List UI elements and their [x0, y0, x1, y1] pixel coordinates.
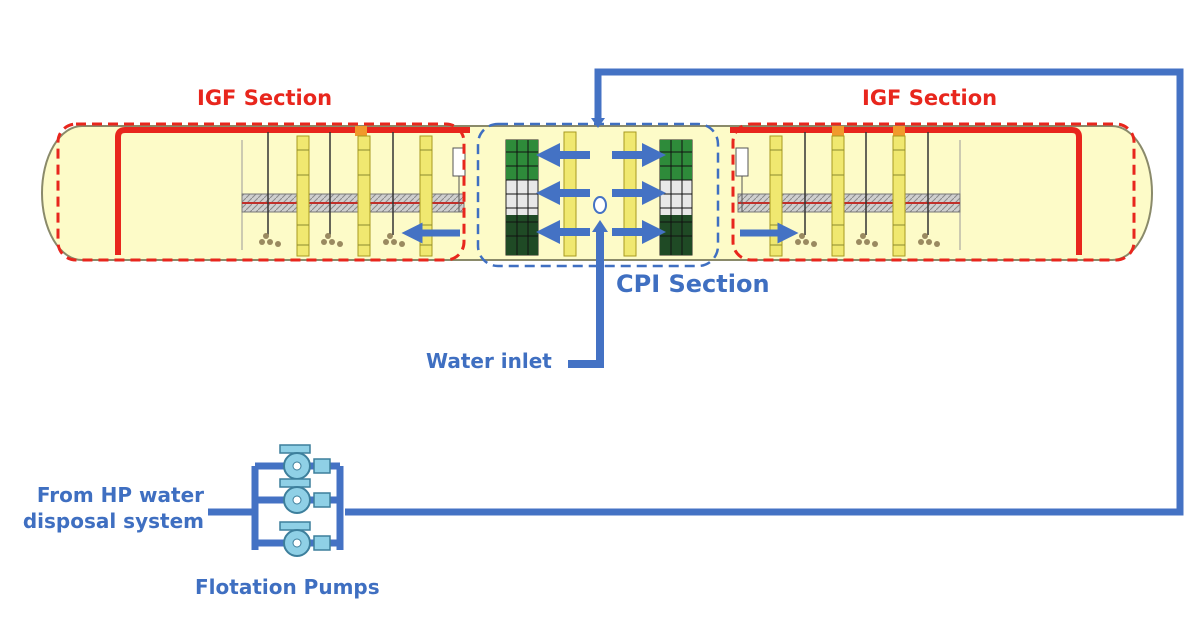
centrifugal-pump-icon	[279, 444, 331, 480]
cpi-flow-arrows	[536, 143, 666, 244]
gas-bubbles-right	[795, 233, 940, 247]
centrifugal-pump-icon	[279, 521, 331, 557]
centrifugal-pump-icon	[279, 478, 331, 514]
flotation-cells-left	[296, 135, 433, 257]
level-sensor-right	[735, 147, 749, 177]
pumps-label: Flotation Pumps	[195, 575, 380, 599]
coalescer-pack-left	[505, 139, 539, 256]
coalescer-pack-right	[659, 139, 693, 256]
pump-skid	[208, 444, 344, 557]
igf-left-boundary	[56, 122, 466, 262]
source-label: From HP water disposal system	[22, 483, 204, 533]
inlet-diffuser	[593, 196, 607, 214]
igf-right-internals	[730, 126, 1082, 257]
igf-right-boundary	[731, 122, 1136, 262]
water-inlet-label: Water inlet	[426, 349, 552, 373]
water-inlet-pipe	[568, 228, 604, 368]
igf-right-label: IGF Section	[862, 86, 998, 110]
igf-left-internals	[115, 126, 470, 257]
cpi-internals	[505, 131, 693, 257]
igf-left-label: IGF Section	[197, 86, 333, 110]
gas-recirculation-pipe	[345, 68, 1184, 516]
flotation-cells-right	[769, 135, 906, 257]
gas-bubbles-left	[259, 233, 405, 247]
cpi-label: CPI Section	[616, 270, 770, 298]
